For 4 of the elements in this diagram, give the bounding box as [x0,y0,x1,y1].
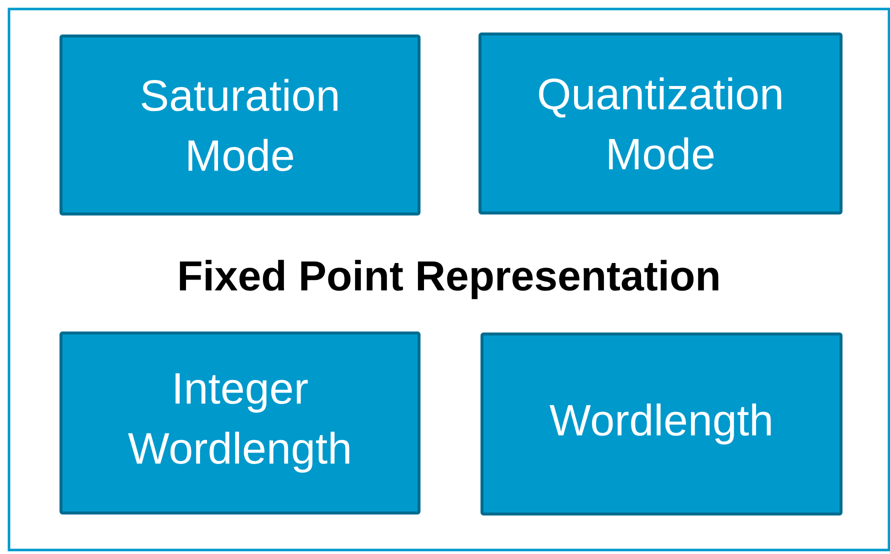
process-box: Quantization Mode [478,32,842,214]
process-box: Integer Wordlength [60,332,420,514]
process-box: Wordlength [480,332,842,516]
process-box: Saturation Mode [60,34,420,216]
